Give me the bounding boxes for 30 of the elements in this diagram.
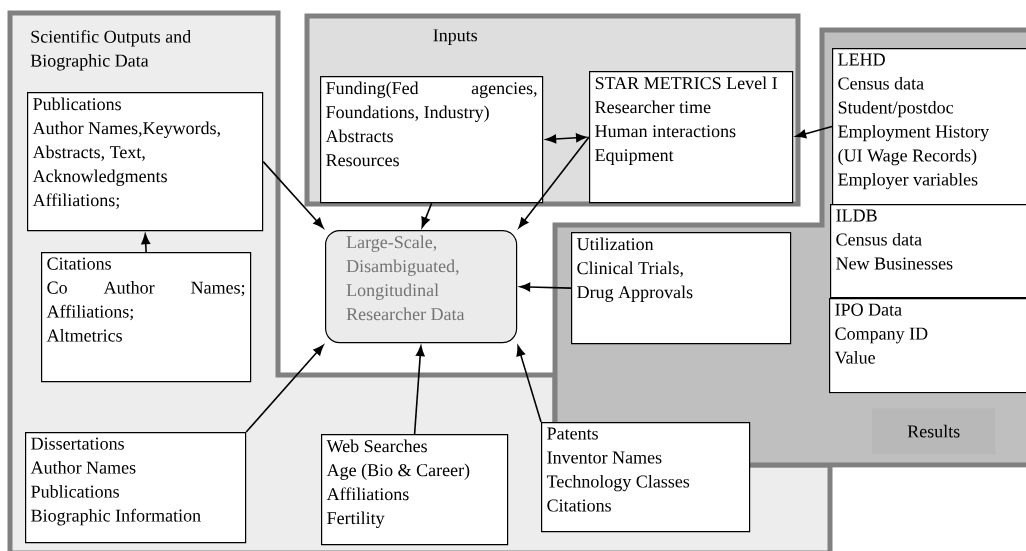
data-box: Dissertations Author Names Publications Biographic Information bbox=[25, 432, 247, 544]
data-box: Citations Co Author Names; Affiliations; Altmetrics bbox=[41, 252, 252, 383]
arrow bbox=[519, 282, 572, 292]
arrow bbox=[141, 233, 151, 253]
arrow bbox=[795, 125, 833, 139]
arrow bbox=[262, 160, 324, 229]
rounded-box: Large-Scale, Disambiguated, Longitudinal Researcher Data bbox=[325, 230, 518, 344]
node-label: Employment History bbox=[838, 124, 990, 142]
node-label: Census data bbox=[838, 76, 924, 90]
arrow bbox=[421, 202, 433, 228]
node-label: ILDB bbox=[836, 209, 877, 222]
node-label: Census data bbox=[836, 232, 922, 246]
node-label: New Businesses bbox=[836, 257, 953, 270]
arrow bbox=[413, 345, 425, 435]
node-label: LEHD bbox=[838, 53, 885, 66]
data-box: STAR METRICS Level I Researcher time Human interactions Equipment bbox=[589, 71, 794, 204]
data-box: Utilization Clinical Trials, Drug Approvals bbox=[571, 232, 792, 345]
node-label: Employer variables bbox=[838, 172, 978, 190]
data-box: Publications Author Names,Keywords, Abstracts, Text, Acknowledgments Affiliations; bbox=[27, 92, 264, 232]
arrow bbox=[516, 345, 542, 423]
data-box: Funding(Fed agencies, Foundations, Industry) Abstracts Resources bbox=[320, 76, 544, 204]
arrow bbox=[518, 136, 590, 229]
data-box: ILDB Census data New Businesses bbox=[830, 204, 1026, 299]
node-label: (UI Wage Records) bbox=[838, 148, 977, 166]
data-box: IPO Data Company ID Value bbox=[829, 298, 1026, 394]
data-box: Web Searches Age (Bio & Career) Affiliations Fertility bbox=[321, 434, 509, 546]
arrow bbox=[245, 344, 324, 433]
node-label: Student/postdoc bbox=[838, 100, 954, 118]
arrow bbox=[545, 133, 587, 144]
data-box: LEHD Census data Student/postdoc Employment History (UI Wage Records) Employer variables bbox=[832, 48, 1026, 206]
